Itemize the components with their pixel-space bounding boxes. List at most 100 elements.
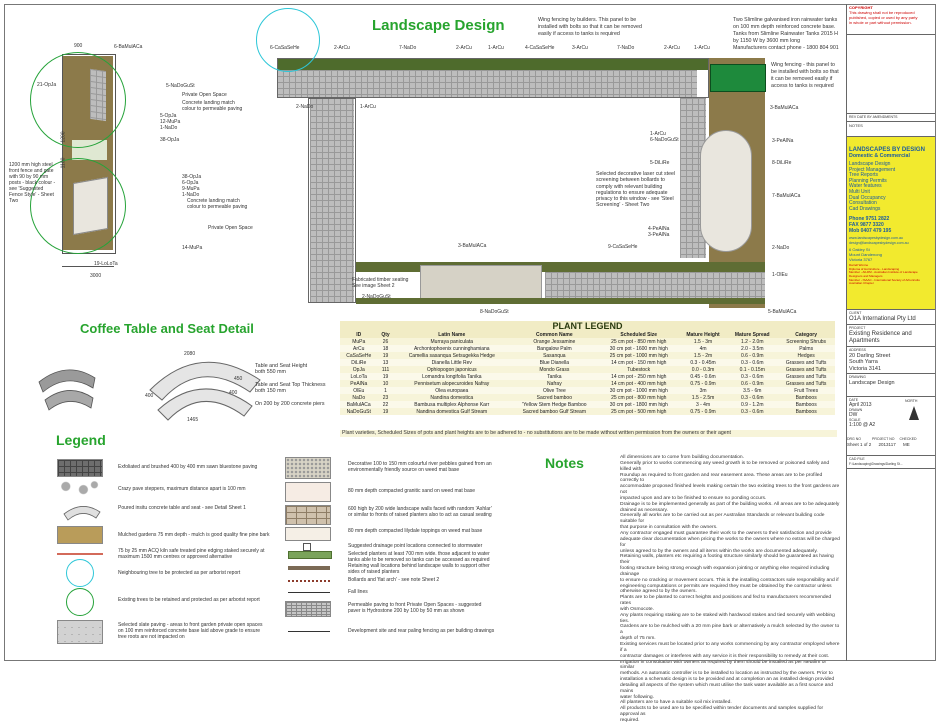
plant-legend-cell: MuPa bbox=[340, 338, 378, 345]
north-label: NORTH bbox=[905, 398, 918, 403]
plant-legend-cell: 13 bbox=[377, 359, 394, 366]
col-category: Category bbox=[777, 331, 835, 338]
plant-legend-cell: Grasses and Tufts bbox=[777, 380, 835, 387]
plant-legend-cell: 0.1 - 0.15m bbox=[727, 366, 778, 373]
meta-cell: DATE April 2013 DRAWN DW SCALE 1:100 @ A… bbox=[847, 397, 935, 456]
legend-swatch-slate bbox=[57, 620, 103, 644]
legend-title: Legend bbox=[56, 432, 106, 448]
legend-item-planters: Selected planters at least 700 mm wide. … bbox=[348, 551, 490, 563]
plant-legend-cell: Nandina domestica Gulf Stream bbox=[393, 408, 511, 415]
meta-values: Sheet 1 of 2 2013117 ME bbox=[847, 442, 935, 447]
drawn-value: DW bbox=[849, 411, 858, 418]
plant-legend-cell: 14 cm pot - 150 mm high bbox=[598, 359, 679, 366]
timber-seat-note: Fabricated timber seating See image Shee… bbox=[352, 277, 409, 289]
plant-legend-cell: 22 bbox=[377, 401, 394, 408]
plant-legend-cell: Grasses and Tufts bbox=[777, 373, 835, 380]
legend-swatch-bluestone bbox=[57, 459, 103, 477]
plant-legend-cell: Sacred bamboo Gulf Stream bbox=[510, 408, 599, 415]
plant-legend-cell: 19 bbox=[377, 373, 394, 380]
plant-legend-cell: 0.6 - 0.9m bbox=[727, 352, 778, 359]
plant-legend-cell: 1.5 - 2.5m bbox=[678, 394, 728, 401]
legend-swatch-fall-lines bbox=[288, 592, 330, 593]
plant-legend-cell: 0.3 - 0.6m bbox=[727, 359, 778, 366]
plant-legend-cell: 3m bbox=[678, 387, 728, 394]
label-top-7: 3-ArCu bbox=[572, 45, 588, 51]
plant-legend-cell: Hedges bbox=[777, 352, 835, 359]
plant-legend-cell: NaDo bbox=[340, 394, 378, 401]
plant-legend-cell: OpJa bbox=[340, 366, 378, 373]
legend-item-crazy-pave: Crazy pave steppers, maximum distance ap… bbox=[118, 486, 246, 492]
notes-label: NOTES bbox=[847, 122, 935, 137]
plant-legend-cell: Grasses and Tufts bbox=[777, 366, 835, 373]
plant-legend-cell: Lomandra longifolia Tanika bbox=[393, 373, 511, 380]
plant-legend-cell: Bambusa multiplex Alphonse Karr bbox=[393, 401, 511, 408]
company-name: LANDSCAPES BY DESIGN bbox=[849, 147, 925, 153]
legend-item-pebbles: Decorative 100 to 150 mm colourful river… bbox=[348, 461, 492, 473]
col-id: ID bbox=[340, 331, 378, 338]
plant-legend-cell: LoLoTa bbox=[340, 373, 378, 380]
legend-swatch-granitic-sand bbox=[285, 482, 331, 502]
company-address: 6 Oakley St Mount Dandenong Victoria 376… bbox=[849, 247, 882, 262]
plant-legend-cell: ArCu bbox=[340, 345, 378, 352]
label-top-2: 2-ArCu bbox=[334, 45, 350, 51]
plant-legend-cell: Bamboos bbox=[777, 401, 835, 408]
plant-legend-cell: Palms bbox=[777, 345, 835, 352]
top-garden-strip bbox=[277, 58, 709, 70]
plant-legend-cell: 19 bbox=[377, 408, 394, 415]
address-label: ADDRESS bbox=[849, 348, 866, 352]
plant-legend-cell: 'Yellow Stem Hedge Bamboo bbox=[510, 401, 599, 408]
revision-cell bbox=[847, 35, 935, 114]
plant-legend-cell: NaDoGuSt bbox=[340, 408, 378, 415]
label-mid-arcu-nadogust: 1-ArCu 6-NaDoGuSt bbox=[650, 131, 679, 143]
legend-swatch-landscape-wall bbox=[285, 505, 331, 525]
plant-legend-cell: Grasses and Tufts bbox=[777, 359, 835, 366]
label-mid-dilire-5: 5-DiLiRe bbox=[650, 160, 670, 166]
rear-crazy-pave bbox=[420, 265, 542, 302]
plant-legend-cell: 25 cm pot - 500 mm high bbox=[598, 408, 679, 415]
plant-legend-cell: BaMulACa bbox=[340, 401, 378, 408]
legend-swatch-lilydale bbox=[285, 527, 331, 541]
plant-legend-cell: Ophiopogon japonicus bbox=[393, 366, 511, 373]
coffee-dim-400a: 400 bbox=[145, 393, 154, 399]
label-nadogust-5: 5-NaDoGuSt bbox=[166, 83, 195, 89]
plant-legend-cell: Nandina domestica bbox=[393, 394, 511, 401]
project-no-value: 2013117 bbox=[878, 441, 896, 447]
plant-legend-cell: 23 bbox=[377, 394, 394, 401]
plant-legend-cell: 1.2 - 2.0m bbox=[727, 338, 778, 345]
plant-legend-cell: 0.3 - 0.6m bbox=[727, 408, 778, 415]
plant-legend-cell: 0.75 - 0.9m bbox=[678, 408, 728, 415]
file-value: F:\Landscaping\Drawings\Darling St... bbox=[849, 461, 903, 466]
legend-item-bluestone: Exfoliated and brushed 400 by 400 mm saw… bbox=[118, 464, 258, 470]
coffee-seat-photo bbox=[38, 369, 96, 411]
plant-legend-footnote: Plant varieties, Scheduled Sizes of pots… bbox=[340, 430, 837, 437]
legend-item-development-site: Development site and rear paling fencing… bbox=[348, 628, 495, 634]
plant-legend-cell: 1.5 - 2m bbox=[678, 352, 728, 359]
legend-swatch-permeable-paving bbox=[285, 601, 331, 617]
client-value: O1A International Pty Ltd bbox=[849, 316, 916, 322]
label-concrete-landing-2: Concrete landing match colour to permeab… bbox=[187, 198, 248, 210]
scale-label: SCALE bbox=[849, 417, 861, 422]
label-mid-oleu-1: 1-OlEu bbox=[772, 272, 788, 278]
company-web: www.landscapesbydesign.com.au design@lan… bbox=[849, 236, 909, 246]
title-block: COPYRIGHT This drawing shall not be repr… bbox=[846, 4, 935, 661]
plant-legend-cell: Bamboos bbox=[777, 394, 835, 401]
label-opja-group: 5-OpJa 12-MuPa 1-NaDo bbox=[160, 113, 181, 131]
legend-item-existing-tree: Existing trees to be retained and protec… bbox=[118, 597, 260, 603]
label-top-10: 1-ArCu bbox=[694, 45, 710, 51]
label-top-1: 6-CaSaSeHe bbox=[270, 45, 300, 51]
plant-legend-cell: 19 bbox=[377, 352, 394, 359]
label-mid-bamulaca-3: 3-BaMulACa bbox=[770, 105, 799, 111]
drawn-label: DRAWN bbox=[849, 407, 863, 412]
label-mid-bamulaca-3b: 3-BaMulACa bbox=[458, 243, 487, 249]
plant-legend-header-row: ID Qty Latin Name Common Name Scheduled … bbox=[340, 331, 835, 338]
legend-item-fall-lines: Fall lines bbox=[348, 589, 368, 595]
coffee-detail-text: Table and Seat Height both 550 mm Table … bbox=[255, 363, 326, 407]
existing-tree-circle-top bbox=[30, 52, 126, 148]
plant-legend-cell: Bamboos bbox=[777, 408, 835, 415]
plant-legend-cell: 3.5 - 6m bbox=[727, 387, 778, 394]
